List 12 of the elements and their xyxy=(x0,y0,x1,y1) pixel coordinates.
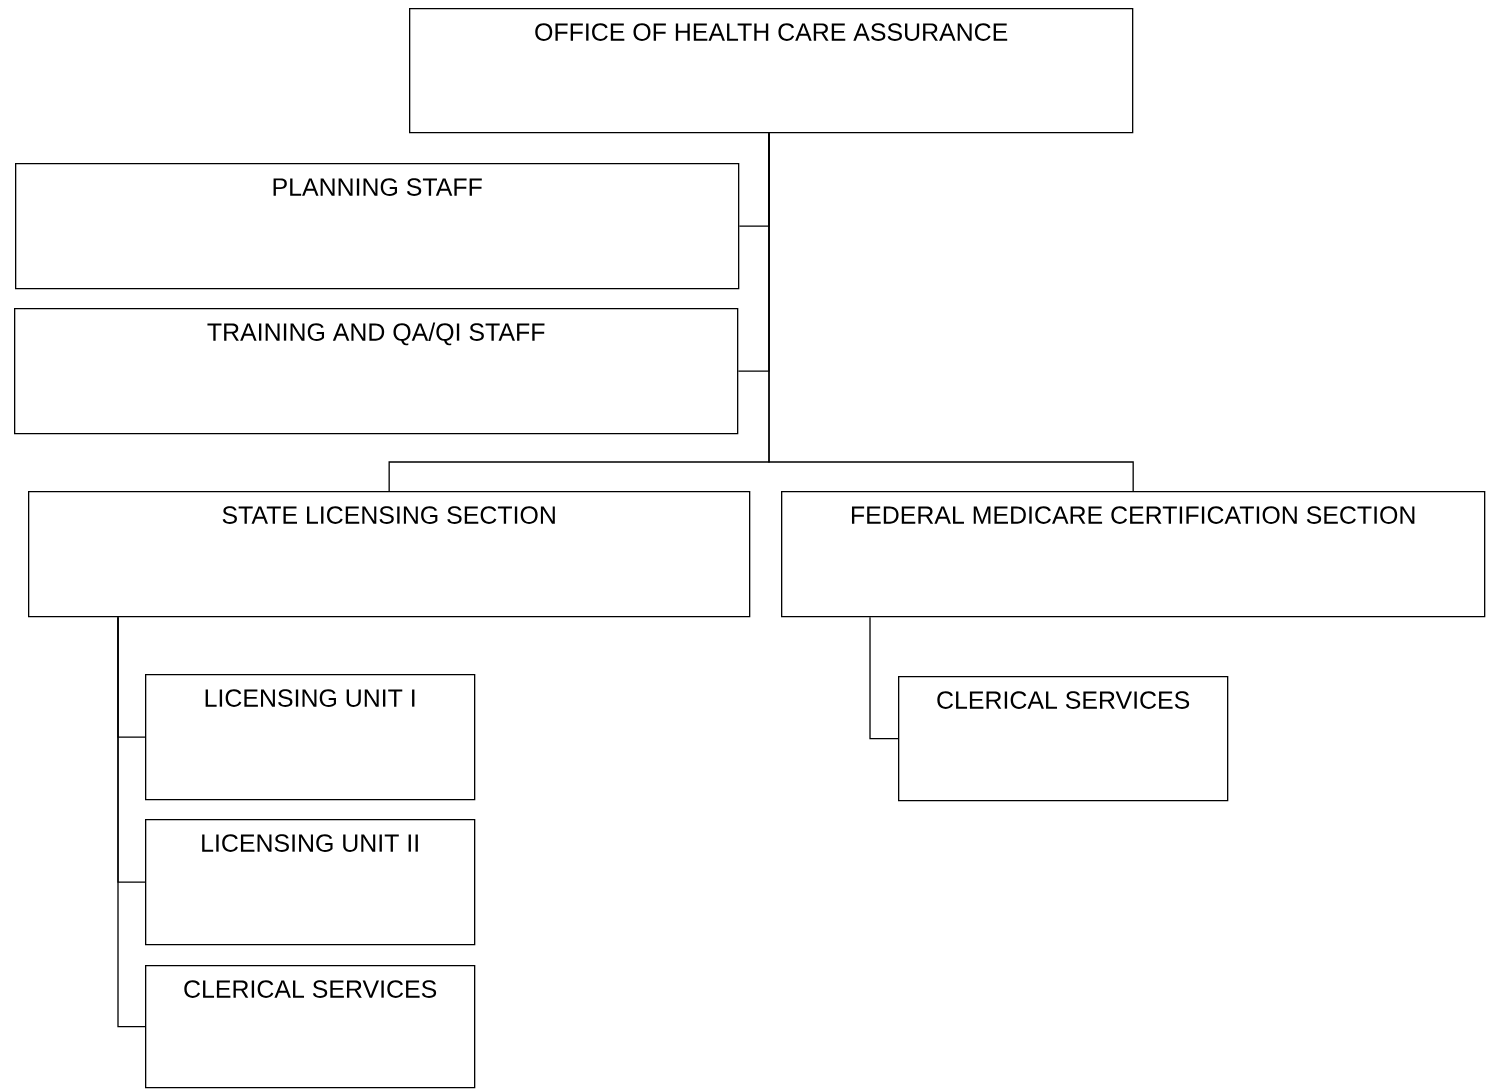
org-box: CLERICAL SERVICES xyxy=(145,965,476,1089)
org-box: TRAINING AND QA/QI STAFF xyxy=(14,308,739,435)
org-box: CLERICAL SERVICES xyxy=(898,676,1229,802)
connector-line xyxy=(117,616,146,1028)
org-box: STATE LICENSING SECTION xyxy=(28,491,751,618)
connector-line xyxy=(869,616,899,740)
org-box: PLANNING STAFF xyxy=(15,163,740,290)
org-box: FEDERAL MEDICARE CERTIFICATION SECTION xyxy=(781,491,1486,618)
connector-line xyxy=(768,132,1134,492)
org-box: LICENSING UNIT I xyxy=(145,674,476,801)
org-box: LICENSING UNIT II xyxy=(145,819,476,946)
org-box: OFFICE OF HEALTH CARE ASSURANCE xyxy=(409,8,1134,134)
